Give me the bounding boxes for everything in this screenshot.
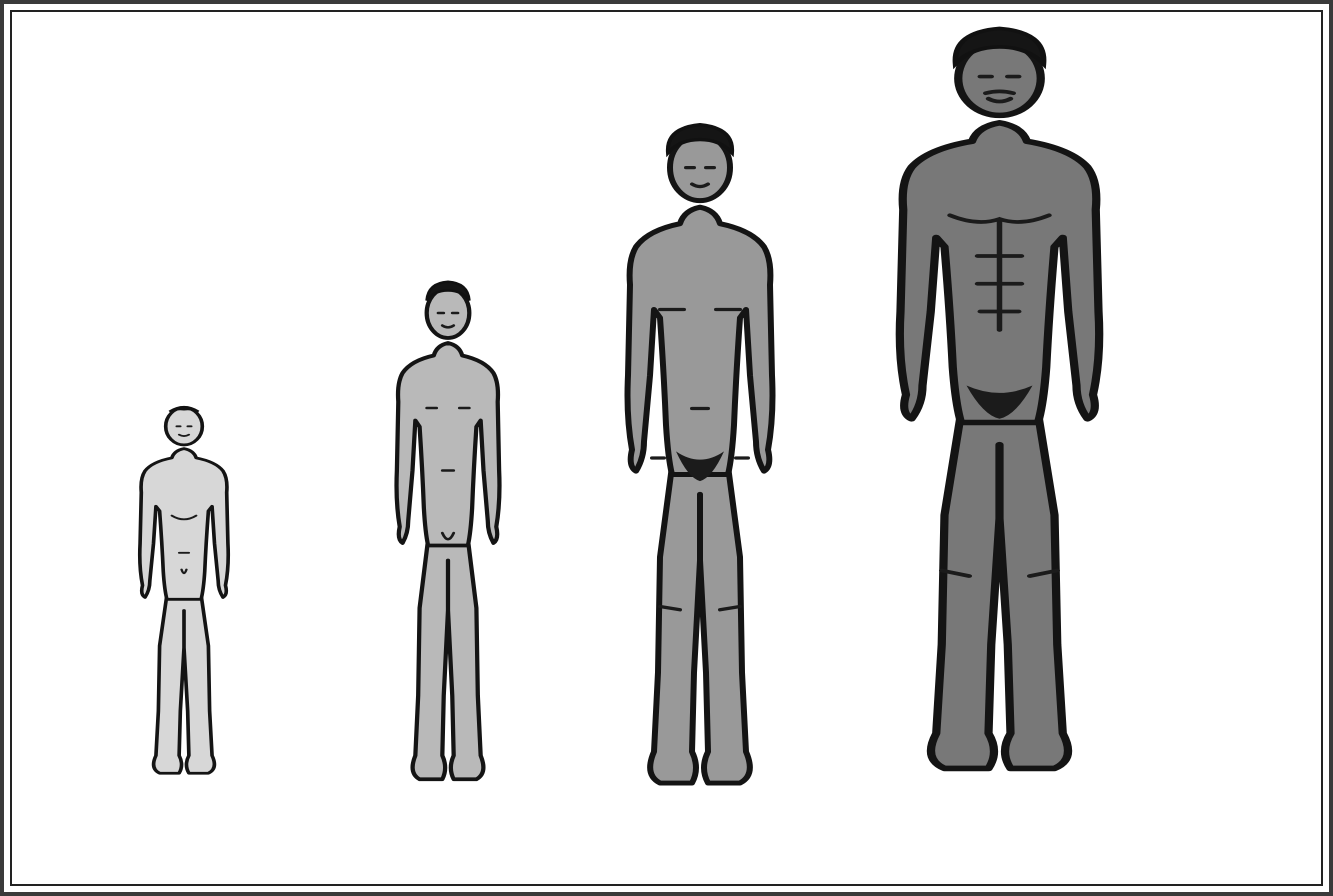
adolescent-body xyxy=(628,135,773,783)
infant-body xyxy=(140,408,228,773)
figure-infant xyxy=(140,407,228,773)
figure-adolescent xyxy=(628,125,773,783)
figure-child xyxy=(397,282,500,780)
figure-adult xyxy=(900,28,1099,768)
child-body xyxy=(397,288,500,779)
